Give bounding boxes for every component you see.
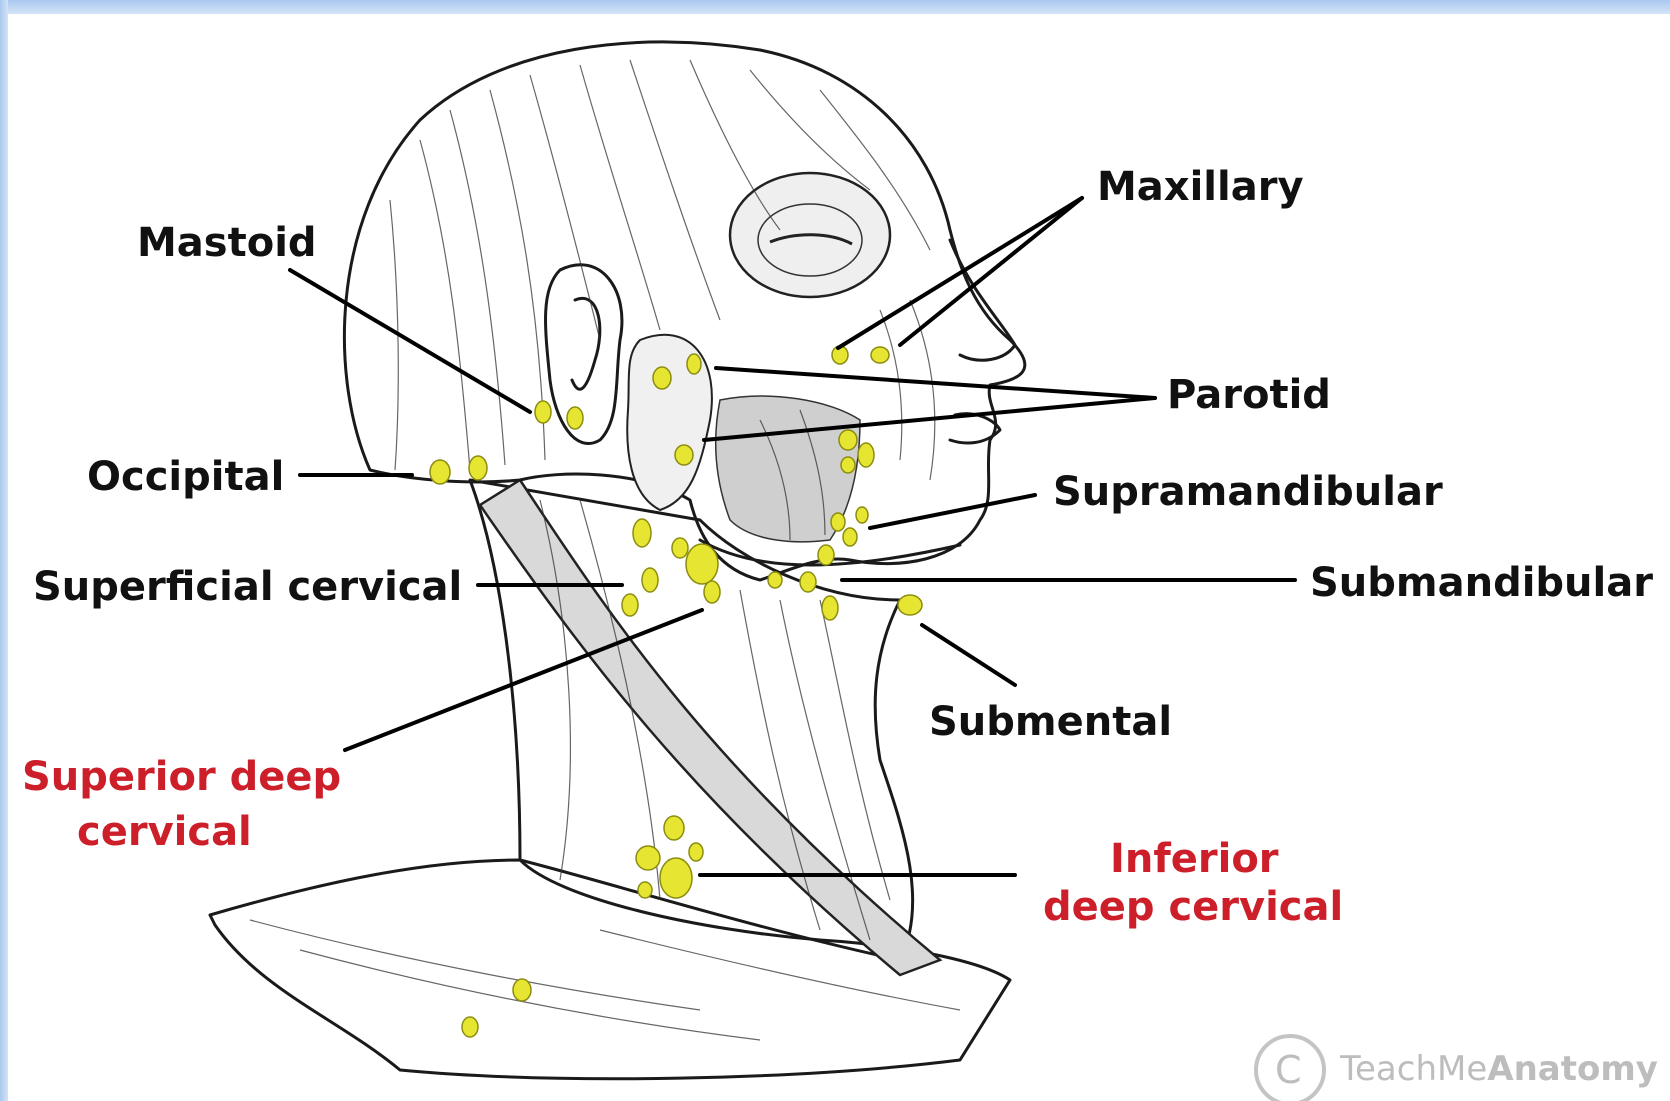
submental-node bbox=[898, 595, 922, 615]
supramandibular-node bbox=[856, 507, 868, 523]
supramandibular-node bbox=[831, 513, 845, 531]
buccal-node bbox=[839, 430, 857, 450]
parotid-node bbox=[687, 354, 701, 374]
label-occipital: Occipital bbox=[87, 454, 284, 500]
label-superior-deep-cervical-line2: cervical bbox=[77, 809, 252, 855]
inferior-deep-cervical-node bbox=[664, 816, 684, 840]
inferior-deep-cervical-node bbox=[689, 843, 703, 861]
mastoid-leader bbox=[290, 270, 530, 412]
supramandibular-leader bbox=[870, 495, 1035, 528]
label-submandibular: Submandibular bbox=[1310, 560, 1653, 606]
label-inferior-deep-cervical-line1: Inferior bbox=[1110, 836, 1279, 882]
parotid-leader bbox=[716, 368, 1155, 398]
inferior-deep-cervical-node bbox=[660, 858, 692, 898]
watermark-brand: TeachMeAnatomy bbox=[1339, 1049, 1658, 1089]
ear-inner bbox=[572, 298, 600, 389]
submandibular-node bbox=[800, 572, 816, 592]
submandibular-node bbox=[768, 572, 782, 588]
parotid-node bbox=[653, 367, 671, 389]
submandibular-node bbox=[822, 596, 838, 620]
watermark-brand-bold: Anatomy bbox=[1487, 1049, 1658, 1089]
superficial-cervical-node bbox=[633, 519, 651, 547]
parotid-node bbox=[675, 445, 693, 465]
inferior-deep-cervical-node bbox=[636, 846, 660, 870]
axillary-node bbox=[513, 979, 531, 1001]
buccal-node bbox=[858, 443, 874, 467]
occipital-node bbox=[430, 460, 450, 484]
label-maxillary: Maxillary bbox=[1097, 164, 1304, 210]
mastoid-node bbox=[535, 401, 551, 423]
ear-outline bbox=[546, 265, 622, 444]
watermark-symbol: C bbox=[1275, 1048, 1302, 1092]
label-parotid: Parotid bbox=[1167, 372, 1331, 418]
head-outline bbox=[344, 42, 1024, 580]
superficial-cervical-node bbox=[642, 568, 658, 592]
watermark: C TeachMeAnatomy bbox=[1256, 1036, 1658, 1101]
label-submental: Submental bbox=[929, 699, 1172, 745]
label-superficial-cervical: Superficial cervical bbox=[33, 564, 462, 610]
superior-deep-cervical-node bbox=[686, 544, 718, 584]
axillary-node bbox=[462, 1017, 478, 1037]
label-superior-deep-cervical-line1: Superior deep bbox=[22, 754, 341, 800]
buccal-node bbox=[841, 457, 855, 473]
superficial-cervical-node bbox=[622, 594, 638, 616]
maxillary-node bbox=[871, 347, 889, 363]
submandibular-node bbox=[818, 545, 834, 565]
submental-leader bbox=[922, 625, 1015, 685]
inferior-deep-cervical-node bbox=[638, 882, 652, 898]
label-inferior-deep-cervical-line2: deep cervical bbox=[1043, 884, 1343, 930]
supramandibular-node bbox=[843, 528, 857, 546]
occipital-node bbox=[469, 456, 487, 480]
superior-deep-cervical-node bbox=[704, 581, 720, 603]
shoulder-outline bbox=[210, 860, 1010, 1079]
head-neck-illustration bbox=[210, 42, 1025, 1079]
maxillary-leader bbox=[900, 198, 1082, 345]
mastoid-node bbox=[567, 407, 583, 429]
superior-deep-cervical-node bbox=[672, 538, 688, 558]
label-supramandibular: Supramandibular bbox=[1053, 469, 1443, 515]
label-mastoid: Mastoid bbox=[137, 220, 317, 266]
watermark-brand-light: TeachMe bbox=[1339, 1049, 1487, 1089]
